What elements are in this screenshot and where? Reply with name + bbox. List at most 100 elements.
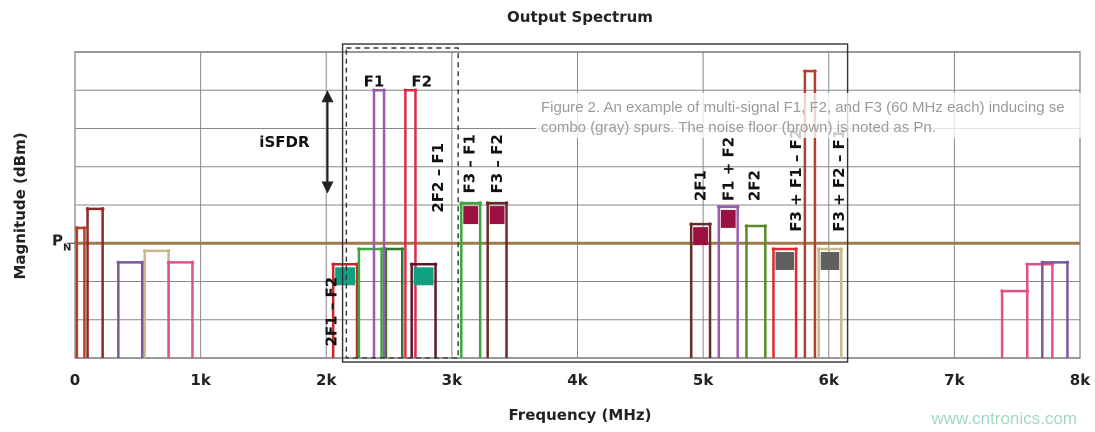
zoom-box (341, 43, 849, 363)
spur-cap (794, 247, 798, 251)
spur-fill (820, 251, 840, 270)
spur-fill (413, 267, 434, 286)
x-tick-label: 4k (567, 371, 588, 389)
spur-cap (1000, 289, 1004, 293)
zoom-boxes (341, 43, 849, 363)
spur (744, 224, 768, 358)
spur-outline (167, 261, 194, 358)
spur-cap (166, 249, 171, 253)
spur-outline (1000, 289, 1029, 358)
spur (85, 207, 105, 358)
spur-fill (335, 267, 356, 286)
spur-fill (693, 227, 709, 246)
spur-cap (142, 249, 147, 253)
spur-cap (140, 260, 145, 265)
spur-cap (100, 207, 105, 211)
spur-outline (1041, 261, 1069, 358)
spur-cap (413, 88, 418, 93)
mark-label: F3 + F1 – F2 (787, 129, 805, 232)
spur-cap (816, 247, 821, 251)
spur-cap (689, 222, 693, 226)
spur (1025, 262, 1055, 358)
spur-outline (1025, 263, 1054, 358)
spur-outline (372, 89, 386, 358)
spur (803, 69, 817, 358)
spur-fill (775, 251, 795, 270)
spur-cap (75, 226, 79, 230)
mark-label: 2F1 (692, 170, 710, 201)
mark-label: F3 – F1 (460, 134, 478, 193)
spur-outline (404, 89, 417, 358)
x-tick-label: 1k (190, 371, 211, 389)
pn-subscript: N (63, 242, 71, 253)
spur (372, 88, 386, 358)
spur (142, 249, 171, 358)
spur-cap (763, 224, 768, 228)
x-tick-label: 8k (1070, 371, 1091, 389)
mark-label: F2 (411, 72, 432, 90)
spur-outline (331, 263, 359, 358)
spur-cap (382, 88, 386, 93)
spur-cap (1040, 260, 1045, 265)
spur-outline (75, 226, 86, 358)
spur-cap (403, 88, 408, 93)
spur-fill (489, 206, 505, 225)
spur-cap (379, 247, 384, 251)
mark-label: F1 (364, 72, 385, 90)
caption-backdrop (536, 93, 1081, 138)
spur-cap (1065, 260, 1070, 265)
spur (331, 262, 359, 358)
spur-cap (372, 88, 376, 93)
spur-cap (771, 247, 776, 251)
isfdr-indicator: iSFDR (259, 90, 334, 194)
x-tick-label: 0 (70, 371, 80, 389)
spur (409, 262, 438, 358)
x-axis-label: Frequency (MHz) (509, 406, 652, 424)
isfdr-arrow-up (321, 90, 334, 103)
spur (689, 222, 712, 358)
spur (166, 260, 195, 358)
spur-fill (463, 206, 479, 225)
spur-outline (486, 201, 508, 358)
spur-outline (803, 69, 817, 358)
watermark: www.cntronics.com (931, 409, 1077, 428)
spur (1000, 289, 1030, 358)
spur-cap (478, 201, 482, 205)
spur-outline (117, 261, 144, 358)
caption: Figure 2. An example of multi-signal F1,… (536, 93, 1081, 138)
spur-cap (1025, 262, 1030, 267)
spur-cap (717, 205, 721, 209)
spur-outline (143, 249, 170, 358)
x-tick-label: 5k (693, 371, 714, 389)
y-axis-label: Magnitude (dBm) (11, 132, 29, 279)
mark-label: F3 – F2 (488, 134, 506, 193)
spur (816, 247, 844, 358)
spur (1040, 260, 1070, 358)
spur (384, 247, 405, 358)
spur-cap (357, 247, 361, 251)
caption-line: Figure 2. An example of multi-signal F1,… (541, 99, 1065, 116)
spur (403, 88, 418, 358)
zoom-box-dashed (345, 47, 459, 359)
mark-label: 2F2 (746, 170, 764, 201)
spur-fill (720, 209, 736, 228)
spur-cap (735, 205, 740, 209)
spur-outline (745, 224, 767, 358)
spur-outline (357, 247, 383, 358)
spur-cap (744, 224, 749, 228)
spur-cap (459, 201, 464, 205)
isfdr-label: iSFDR (259, 133, 310, 151)
mark-label: 2F1 – F2 (322, 277, 340, 347)
spur-cap (331, 262, 335, 267)
spur-cap (116, 260, 121, 265)
spur (485, 201, 509, 358)
caption-line: combo (gray) spurs. The noise floor (bro… (541, 119, 936, 136)
spur-outline (86, 207, 104, 358)
spur (357, 247, 384, 358)
spur-cap (400, 247, 405, 251)
pn-label: PN (52, 231, 71, 253)
spur-cap (190, 260, 195, 265)
x-tick-label: 7k (944, 371, 965, 389)
